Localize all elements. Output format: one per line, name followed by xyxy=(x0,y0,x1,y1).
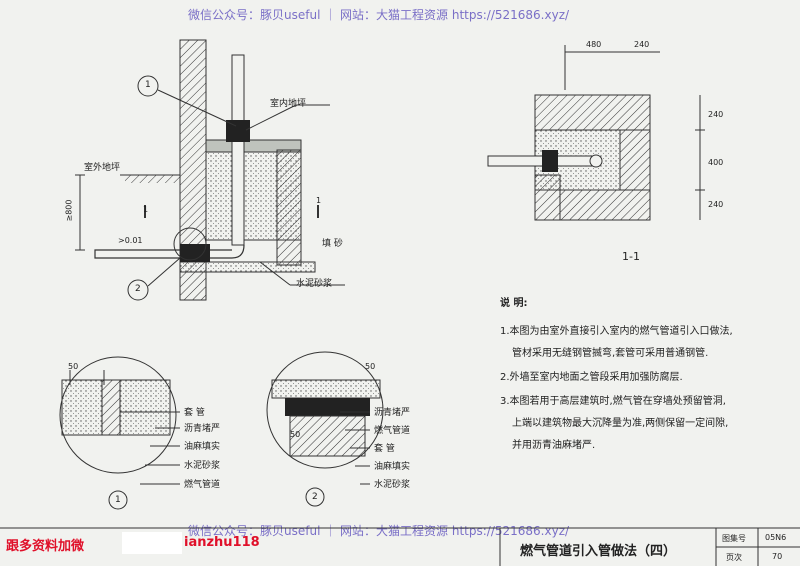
detail-1-label-1: 沥青堵严 xyxy=(184,424,221,434)
fill-sand-label: 填 砂 xyxy=(322,239,343,249)
callout-2-label: 2 xyxy=(135,284,141,294)
dim-240-a: 240 xyxy=(708,110,724,119)
section-mark-left: 1 xyxy=(143,205,149,214)
contact-id: ianzhu118 xyxy=(184,535,260,550)
dim-240-top: 240 xyxy=(634,40,650,49)
atlas-number-label: 图集号 xyxy=(722,534,746,543)
section-1-1-title: 1-1 xyxy=(622,250,640,263)
note-line-3: 3.本图若用于高层建筑时,燃气管在穿墙处预留管洞, xyxy=(500,396,726,407)
cement-mortar-label: 水泥砂浆 xyxy=(296,279,333,289)
detail-1-dim-50: 50 xyxy=(68,362,79,371)
page-value: 70 xyxy=(772,552,783,561)
detail-2-label-0: 沥青堵严 xyxy=(374,408,411,418)
detail-1-label-2: 油麻填实 xyxy=(184,442,221,452)
notes-heading: 说 明: xyxy=(500,298,528,309)
page-label: 页次 xyxy=(726,553,742,562)
note-line-4: 上端以建筑物最大沉降量为准,两侧保留一定间隙, xyxy=(512,418,729,429)
detail-1-number: 1 xyxy=(115,495,121,505)
detail-1-label-4: 燃气管道 xyxy=(184,480,221,490)
note-line-1: 管材采用无缝钢管揻弯,套管可采用普通钢管. xyxy=(512,348,709,359)
redacted-box xyxy=(122,532,182,554)
detail-1-label-3: 水泥砂浆 xyxy=(184,461,221,471)
section-mark-right: 1 xyxy=(316,196,322,205)
detail-2-label-1: 燃气管道 xyxy=(374,426,411,436)
detail-2-number: 2 xyxy=(312,492,318,502)
outdoor-floor-label: 室外地坪 xyxy=(84,163,121,173)
drawing-title: 燃气管道引入管做法（四） xyxy=(520,544,677,559)
dim-480: 480 xyxy=(586,40,602,49)
detail-2-label-3: 油麻填实 xyxy=(374,462,411,472)
note-line-0: 1.本图为由室外直接引入室内的燃气管道引入口做法, xyxy=(500,326,733,337)
note-line-5: 并用沥青油麻堵严. xyxy=(512,440,596,451)
dim-800: ≥800 xyxy=(64,199,74,222)
dim-240-b: 240 xyxy=(708,200,724,209)
indoor-floor-label: 室内地坪 xyxy=(270,99,307,109)
atlas-number-value: 05N6 xyxy=(765,533,787,542)
detail-2-label-2: 套 管 xyxy=(374,444,395,454)
callout-1-label: 1 xyxy=(145,80,151,90)
watermark-top: 微信公众号：豚贝useful ｜ 网站：大猫工程资源 https://52168… xyxy=(188,8,570,22)
detail-2-dim-50-bottom: 50 xyxy=(290,430,301,439)
dim-400: 400 xyxy=(708,158,724,167)
detail-1-label-0: 套 管 xyxy=(184,408,205,418)
contact-label: 跟多资料加微 xyxy=(6,539,85,554)
note-line-2: 2.外墙至室内地面之管段采用加强防腐层. xyxy=(500,372,683,383)
detail-2-dim-50-top: 50 xyxy=(365,362,376,371)
detail-2-label-4: 水泥砂浆 xyxy=(374,480,411,490)
dim-001: >0.01 xyxy=(118,236,143,245)
